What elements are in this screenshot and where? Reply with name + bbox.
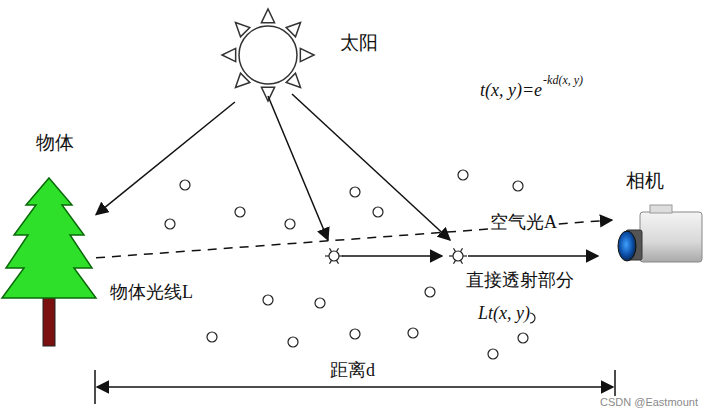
scatter-particle [325,248,467,264]
sun-ray [268,96,328,240]
connector [96,102,235,215]
sun-symbol [222,9,314,101]
camera-symbol [618,205,702,262]
camera: 相机 [612,168,712,268]
node-label: 相机 [626,170,664,192]
airlight-arrow [342,255,442,257]
airlight-arrow [468,255,598,257]
tree-symbol [2,178,96,346]
node-label: 物体 [36,132,74,154]
airlight-label: 空气光A [490,212,557,233]
sun: 太阳 [222,8,314,102]
formula-exponent: -kd(x, y) [543,74,583,88]
transmission-label: 直接透射部分 [466,270,574,291]
particle [165,170,535,359]
formula: t(x, y)=e [480,80,542,101]
sun-symbol [239,26,297,84]
distance-label: 距离d [330,360,375,381]
object-tree: 物体 [4,128,96,350]
sun-ray [292,94,450,240]
transmission-formula: Lt(x, y) [478,303,530,324]
watermark: CSDN @Eastmount [600,396,698,409]
node-label: 太阳 [340,32,378,54]
edge-label: 物体光线L [110,282,193,303]
